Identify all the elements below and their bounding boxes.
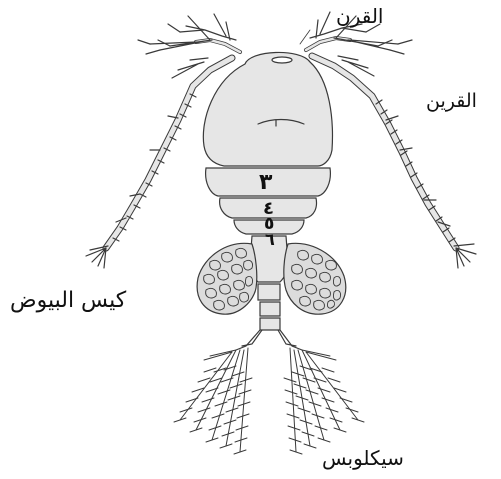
left-caudal-setae xyxy=(174,348,252,454)
cephalothorax xyxy=(203,52,332,166)
antenna-label: القرن xyxy=(336,6,384,26)
egg-sac-label: كيس البيوض xyxy=(10,290,126,312)
antenna-pointer xyxy=(300,30,310,44)
antennule-label: القرين xyxy=(426,92,477,111)
segment-label-3: ٣ xyxy=(259,172,272,194)
segment-label-6: ٦ xyxy=(265,232,275,248)
left-antennule xyxy=(86,58,232,268)
cyclops-label: سيكلوبس xyxy=(322,448,404,468)
left-antenna xyxy=(138,14,240,78)
right-caudal-setae xyxy=(284,348,364,454)
left-egg-sac xyxy=(197,243,257,314)
right-antennule xyxy=(312,56,476,268)
right-egg-sac xyxy=(284,243,346,314)
